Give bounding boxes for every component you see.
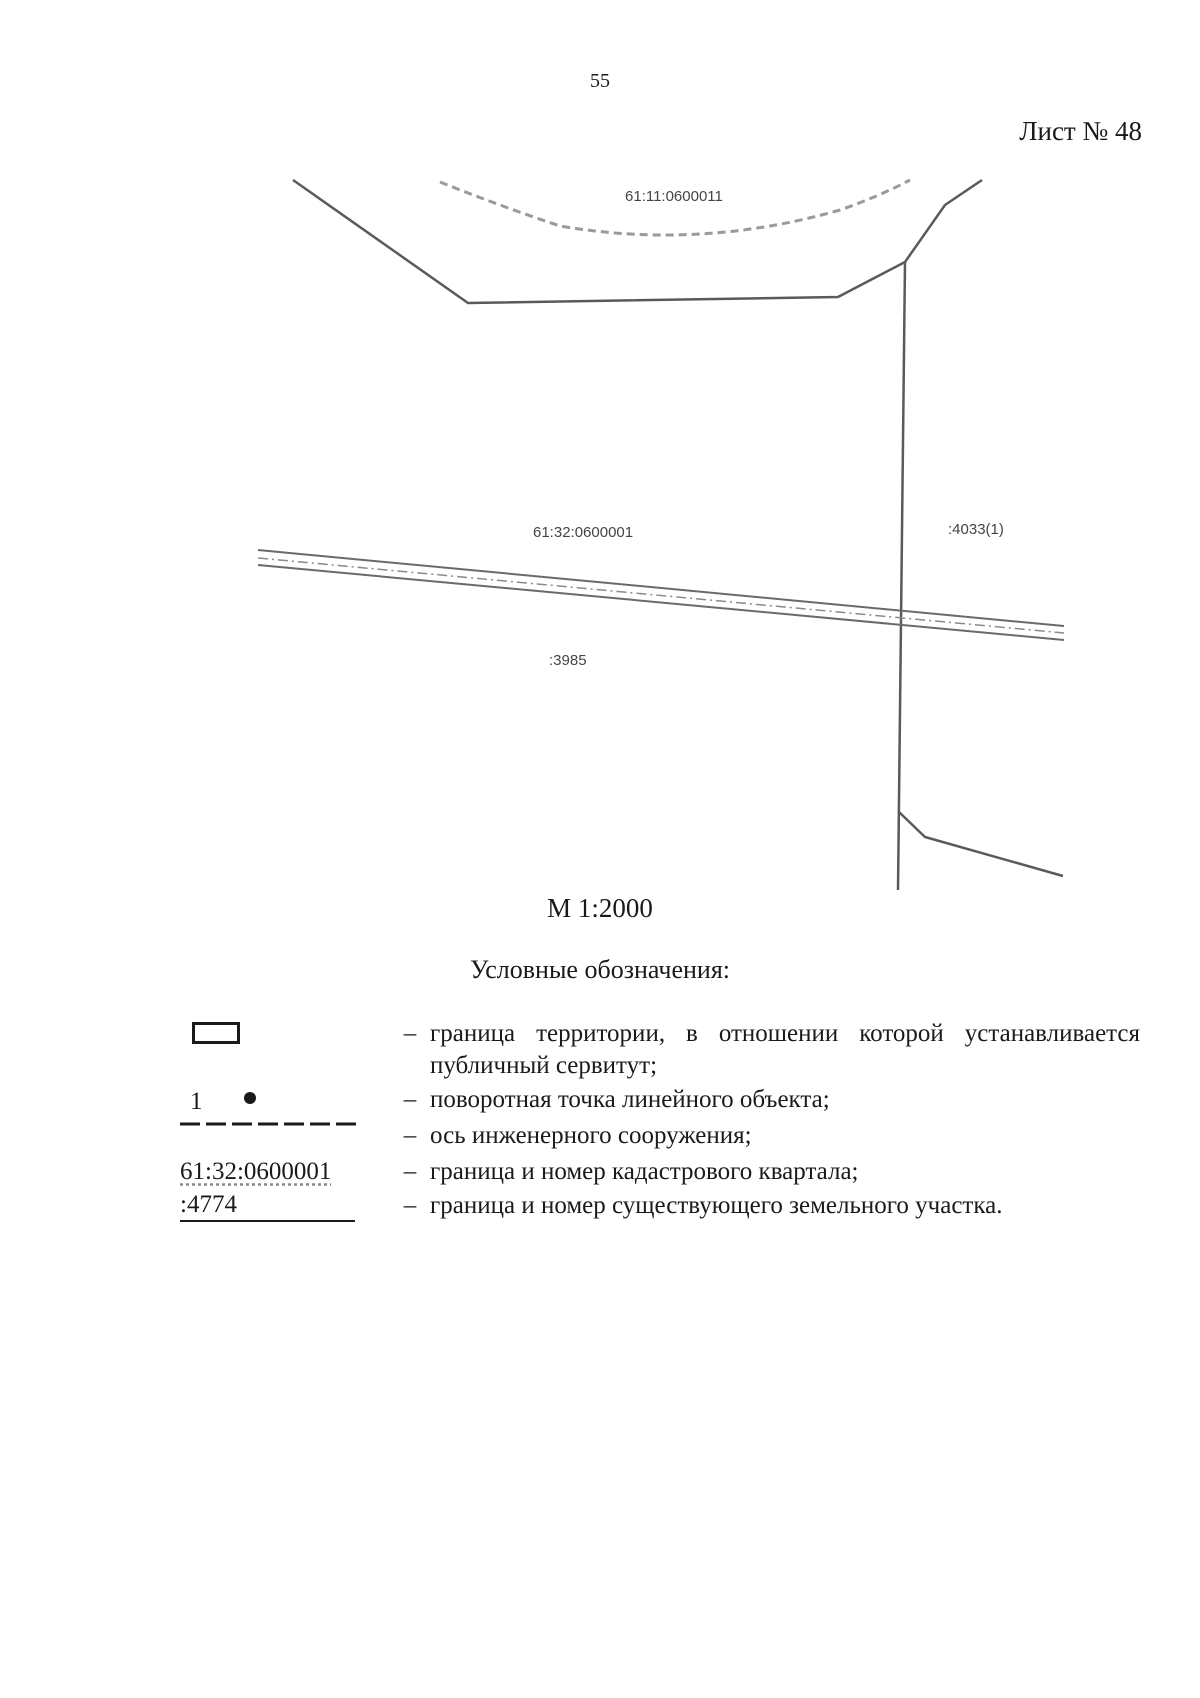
map-label-quarter-main: 61:32:0600001 — [533, 524, 633, 541]
servitude-corridor-upper — [257, 549, 1065, 627]
sheet-title: Лист № 48 — [1019, 116, 1142, 146]
legend-item-servitude-boundary: – граница территории, в отношении которо… — [180, 1018, 1140, 1082]
legend-dash: – — [403, 1192, 417, 1219]
legend-symbol-quarter: 61:32:0600001 — [180, 1156, 390, 1188]
parcel-boundary-top — [292, 178, 983, 305]
point-dot-icon — [244, 1092, 256, 1104]
scale-label: М 1:2000 — [547, 893, 653, 923]
map-label-parcel-bottom: :3985 — [549, 652, 587, 669]
point-number: 1 — [190, 1088, 203, 1115]
map-label-quarter-top: 61:11:0600011 — [625, 188, 723, 205]
legend-dash: – — [403, 1086, 417, 1113]
legend-description: поворотная точка линейного объекта; — [430, 1086, 830, 1113]
servitude-corridor-lower — [257, 564, 1065, 641]
map-label-parcel-right: :4033(1) — [948, 521, 1004, 538]
legend-description: граница территории, в отношении которой … — [430, 1020, 1140, 1079]
cadastral-map: 61:11:0600011 61:32:0600001 :4033(1) :39… — [257, 178, 1065, 891]
legend-item-engineering-axis: – ось инженерного сооружения; — [180, 1120, 1140, 1152]
legend-item-cadastral-quarter: 61:32:0600001 – граница и номер кадастро… — [180, 1156, 1140, 1188]
quarter-boundary-top — [439, 178, 911, 237]
rectangle-icon — [192, 1022, 240, 1044]
quarter-number: 61:32:0600001 — [180, 1158, 332, 1185]
legend-symbol-point: 1 — [180, 1084, 390, 1116]
parcel-number: :4774 — [180, 1190, 355, 1222]
dash-line-icon — [180, 1122, 356, 1126]
engineering-axis — [257, 557, 1065, 634]
legend-description: граница и номер существующего земельного… — [430, 1192, 1003, 1219]
legend-symbol-parcel: :4774 — [180, 1190, 390, 1222]
legend-title: Условные обозначения: — [469, 955, 731, 984]
parcel-boundary-bottom-right — [898, 811, 1064, 878]
page-number: 55 — [590, 70, 610, 92]
legend-item-land-parcel: :4774 – граница и номер существующего зе… — [180, 1190, 1140, 1222]
legend: – граница территории, в отношении которо… — [180, 1018, 1140, 1222]
legend-item-turning-point: 1 – поворотная точка линейного объекта; — [180, 1084, 1140, 1116]
legend-dash: – — [403, 1158, 417, 1185]
parcel-boundary-vertical — [896, 261, 907, 891]
legend-symbol-dash-line — [180, 1120, 390, 1152]
legend-dash: – — [403, 1122, 417, 1149]
legend-description: ось инженерного сооружения; — [430, 1122, 752, 1149]
legend-dash: – — [403, 1020, 417, 1047]
legend-symbol-rectangle — [180, 1018, 390, 1050]
legend-description: граница и номер кадастрового квартала; — [430, 1158, 859, 1185]
